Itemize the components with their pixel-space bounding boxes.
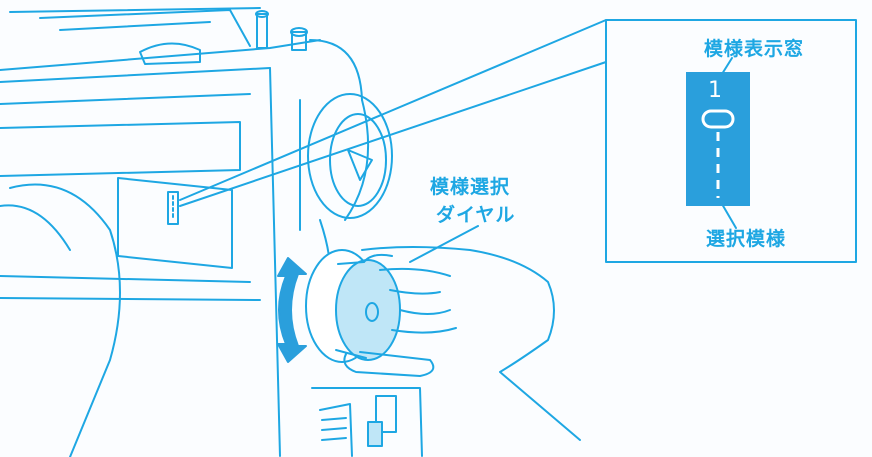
- rotation-arrow: [278, 258, 306, 362]
- dial-label-pointer: [410, 226, 478, 262]
- pattern-window-label: 模様表示窓: [704, 34, 804, 61]
- free-arm-opening: [0, 185, 120, 457]
- dial-label-line2: ダイヤル: [436, 200, 515, 227]
- machine-front-face: [0, 68, 280, 456]
- pattern-display-panel: [118, 178, 232, 268]
- window-pattern-number: 1: [708, 78, 722, 103]
- right-housing: [300, 40, 392, 270]
- dial-label-line1: 模様選択: [430, 172, 510, 199]
- lower-panel: [312, 388, 422, 456]
- selected-pattern-label: 選択模様: [706, 224, 786, 251]
- machine-top-edge: [0, 8, 320, 70]
- pattern-selector-dial: [306, 250, 400, 362]
